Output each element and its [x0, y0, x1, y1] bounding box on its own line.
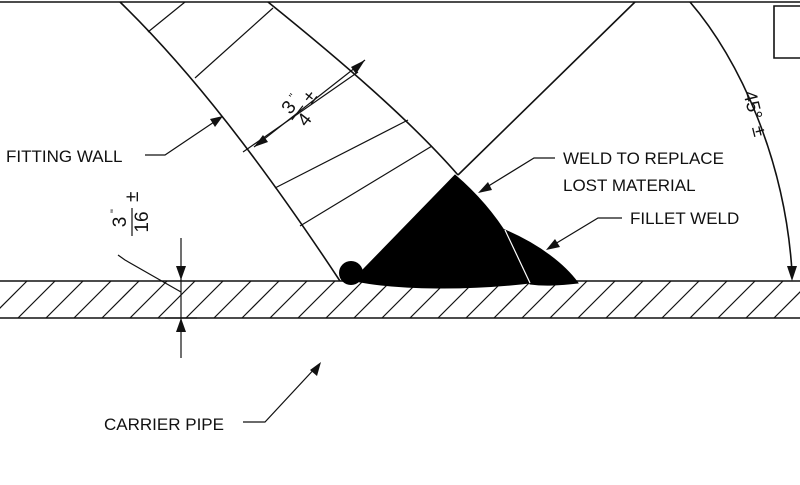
fitting-wall-arrow	[210, 116, 223, 127]
wall-hatch	[147, 1, 186, 33]
pipe-hatch-line	[521, 280, 560, 319]
pipe-hatch-line	[745, 280, 784, 319]
fitting-wall-leader	[145, 117, 221, 156]
gap-leader	[117, 254, 182, 293]
weld-replace-lost-material	[354, 174, 531, 289]
pipe-hatch-line	[465, 280, 504, 319]
wall-hatch	[274, 119, 409, 189]
tolerance-symbol: ±	[122, 192, 143, 202]
fitting-wall-outer-edge	[267, 1, 459, 176]
pipe-hatch-line	[577, 280, 616, 319]
pipe-hatch-line	[661, 280, 700, 319]
dimension-arrow	[351, 60, 365, 74]
carrier-pipe-leader	[243, 364, 319, 423]
pipe-hatch-line	[549, 280, 588, 319]
gap-numerator: 3	[110, 217, 131, 228]
wall-hatch	[194, 7, 274, 79]
inch-mark: "	[109, 209, 121, 213]
label-weld-to-replace-2: LOST MATERIAL	[563, 176, 696, 195]
inch-mark: "	[287, 92, 299, 103]
wall-thickness-dimension: 3 4 " ±	[253, 59, 366, 148]
pipe-hatch-line	[17, 280, 56, 319]
angle-reference-line	[457, 1, 636, 176]
pipe-hatch-line	[493, 280, 532, 319]
pipe-hatch-line	[45, 280, 84, 319]
root-bead	[339, 261, 363, 285]
weld-boundary	[504, 229, 531, 284]
angle-dimension: 45° ±	[738, 89, 770, 139]
wall-hatch	[299, 145, 433, 227]
angle-tolerance: ±	[747, 124, 770, 139]
pipe-hatch-line	[241, 280, 280, 319]
pipe-hatch-line	[129, 280, 168, 319]
pipe-hatch-line	[297, 280, 336, 319]
tolerance-symbol: ±	[299, 87, 322, 108]
pipe-hatch-line	[325, 280, 364, 319]
label-fitting-wall: FITTING WALL	[6, 147, 123, 166]
weld-replace-leader	[481, 157, 555, 191]
gap-arrow-top	[176, 266, 186, 280]
pipe-hatch-line	[605, 280, 644, 319]
dimension-line	[253, 59, 366, 148]
pipe-hatch-line	[157, 280, 196, 319]
dimension-arrow	[254, 135, 268, 147]
wall-thickness-denominator: 4	[294, 109, 317, 131]
pipe-hatch-line	[0, 280, 28, 309]
weld	[339, 174, 579, 289]
pipe-hatch-line	[269, 280, 308, 319]
weld-replace-arrow	[478, 182, 492, 193]
angle-value: 45°	[738, 89, 765, 122]
label-carrier-pipe: CARRIER PIPE	[104, 415, 224, 434]
angle-arc-arrowhead	[787, 266, 797, 281]
pipe-hatch-line	[689, 280, 728, 319]
pipe-hatch-line	[633, 280, 672, 319]
pipe-hatch-line	[73, 280, 112, 319]
fillet-weld-leader	[549, 217, 622, 248]
carrier-pipe	[0, 280, 800, 319]
pipe-hatch-line	[101, 280, 140, 319]
pipe-hatch-line	[353, 280, 392, 319]
carrier-pipe-arrow	[310, 362, 321, 376]
pipe-hatch-line	[773, 291, 800, 319]
fraction-bar	[291, 105, 304, 121]
angle-arc	[689, 1, 793, 273]
label-weld-to-replace-1: WELD TO REPLACE	[563, 149, 724, 168]
gap-arrow-bottom	[176, 318, 186, 332]
label-fillet-weld: FILLET WELD	[630, 209, 739, 228]
pipe-hatch-line	[213, 280, 252, 319]
fitting-wall	[119, 1, 459, 282]
fillet-weld-arrow	[546, 239, 560, 250]
corner-box	[773, 5, 800, 59]
pipe-hatch-line	[185, 280, 224, 319]
gap-dimension: 3 16 " ±	[109, 192, 197, 358]
pipe-hatch-line	[717, 280, 756, 319]
gap-denominator: 16	[132, 211, 153, 232]
fitting-wall-inner-edge	[119, 1, 341, 282]
